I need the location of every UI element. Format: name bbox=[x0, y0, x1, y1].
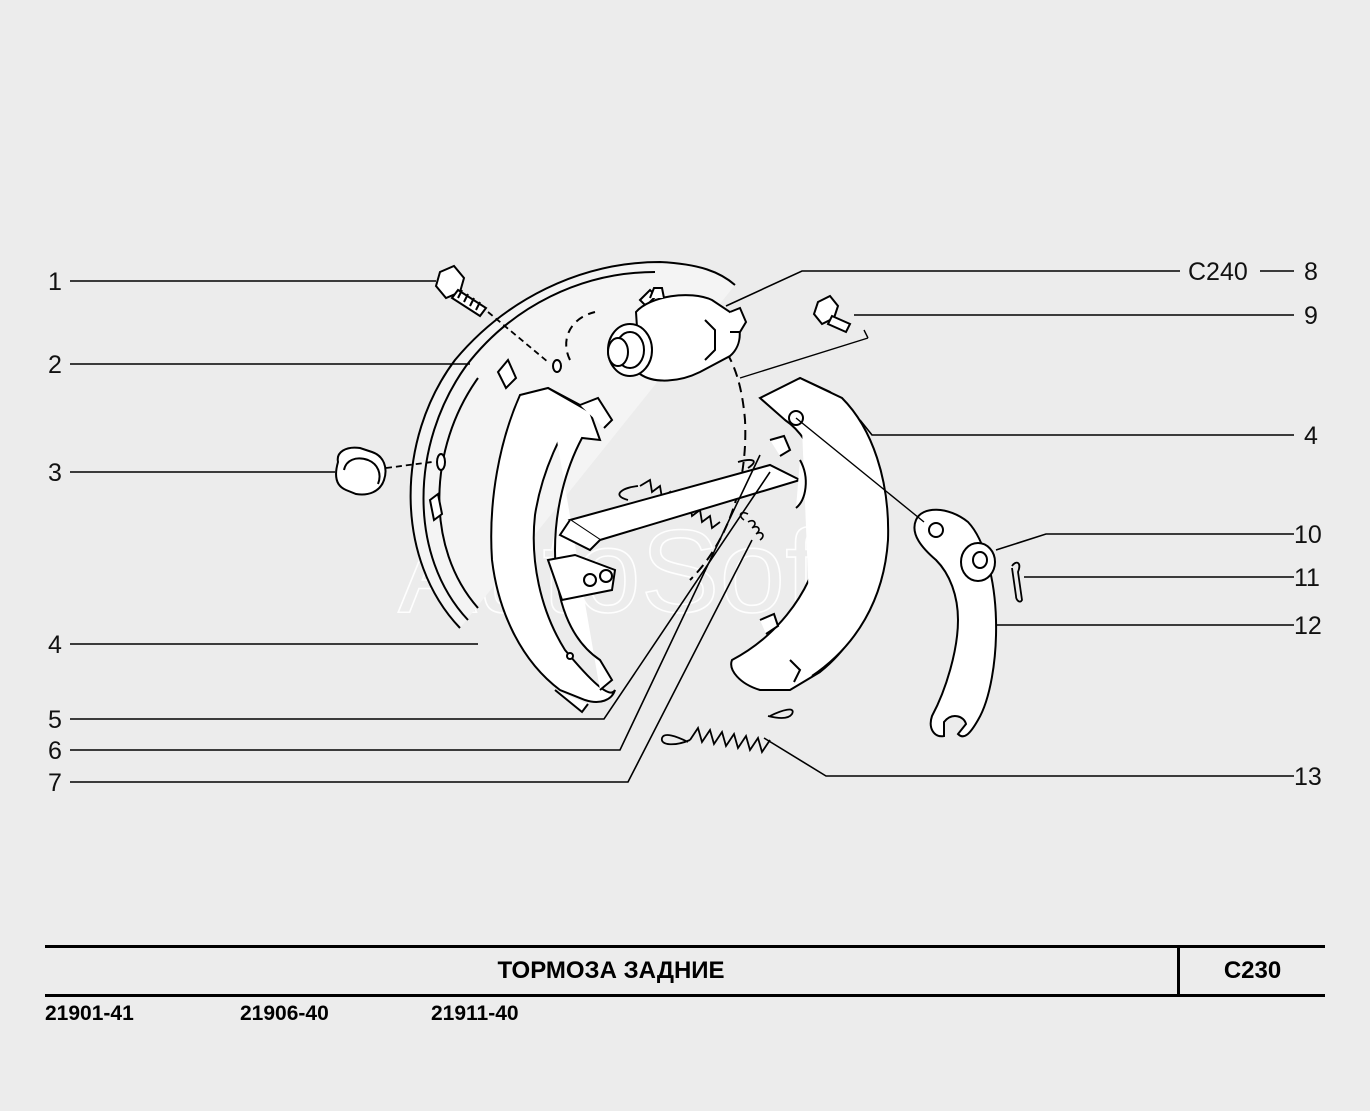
callout-4-left: 4 bbox=[48, 631, 62, 659]
callout-13: 13 bbox=[1294, 763, 1322, 791]
model-code: 21906-40 bbox=[240, 1002, 329, 1025]
callout-labels: 1 2 3 4 5 6 7 C240 8 9 4 10 11 12 13 bbox=[48, 258, 1322, 797]
callout-4-right: 4 bbox=[1304, 422, 1318, 450]
callout-11: 11 bbox=[1294, 564, 1320, 592]
title-block: ТОРМОЗА ЗАДНИЕ C230 bbox=[45, 945, 1325, 997]
callout-7: 7 bbox=[48, 769, 62, 797]
bolt bbox=[434, 264, 488, 318]
left-brake-shoe bbox=[490, 386, 617, 714]
leader-lines bbox=[70, 270, 1294, 783]
callout-9: 9 bbox=[1304, 302, 1318, 330]
wheel-cylinder bbox=[607, 287, 748, 382]
callout-1: 1 bbox=[48, 268, 62, 296]
model-code: 21911-40 bbox=[431, 1002, 519, 1025]
pin-bolt bbox=[812, 294, 852, 334]
page-title: ТОРМОЗА ЗАДНИЕ bbox=[45, 948, 1180, 994]
callout-3: 3 bbox=[48, 459, 62, 487]
washer bbox=[960, 542, 996, 582]
plug bbox=[335, 446, 387, 496]
section-code: C230 bbox=[1223, 957, 1282, 984]
callout-ref-c240: C240 bbox=[1188, 258, 1248, 286]
callout-10: 10 bbox=[1294, 521, 1322, 549]
small-spring bbox=[739, 511, 764, 541]
callout-12: 12 bbox=[1294, 612, 1322, 640]
callout-5: 5 bbox=[48, 706, 62, 734]
callout-8: 8 bbox=[1304, 258, 1318, 286]
cotter-pin bbox=[1011, 561, 1023, 603]
assembly-guides bbox=[739, 329, 925, 523]
callout-2: 2 bbox=[48, 351, 62, 379]
callout-6: 6 bbox=[48, 737, 62, 765]
lower-spring bbox=[661, 708, 794, 755]
right-brake-shoe bbox=[730, 376, 890, 691]
model-code: 21901-41 bbox=[45, 1002, 134, 1025]
rear-brake-diagram: AutoSoft bbox=[48, 258, 1322, 797]
